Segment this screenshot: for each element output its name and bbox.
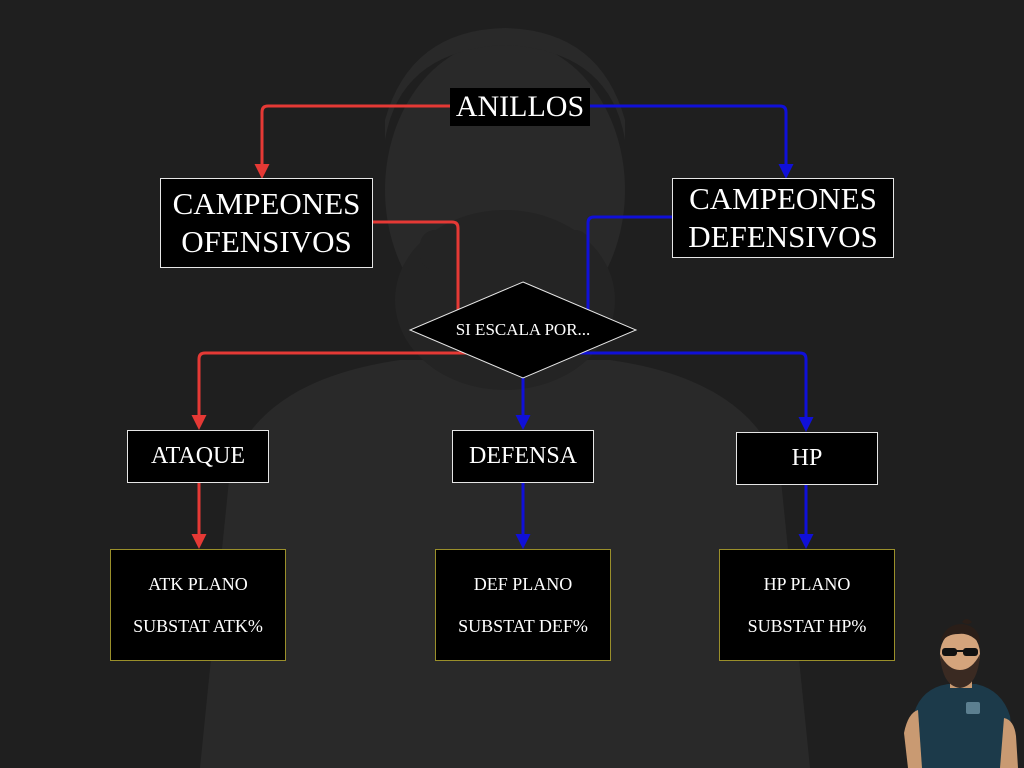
root-node-rings: ANILLOS — [450, 88, 590, 126]
offensive-line1: CAMPEONES — [172, 186, 361, 221]
root-label: ANILLOS — [455, 90, 585, 123]
leaf-hp-line2: SUBSTAT HP% — [747, 616, 867, 636]
decision-diamond — [408, 281, 638, 379]
leaf-attack-line2: SUBSTAT ATK% — [133, 616, 263, 636]
line-defensive-to-decision — [586, 215, 672, 310]
leaf-attack-line1: ATK PLANO — [148, 574, 248, 594]
arrow-root-to-defensive — [590, 104, 794, 179]
defense-label: DEFENSA — [468, 443, 577, 469]
decision-label: SI ESCALA POR... — [455, 320, 591, 339]
node-defense: DEFENSA — [452, 430, 594, 483]
line-offensive-to-decision — [372, 220, 460, 312]
arrow-root-to-offensive — [254, 104, 450, 179]
avatar-icon — [904, 619, 1018, 768]
attack-label: ATAQUE — [150, 443, 246, 469]
leaf-defense: DEF PLANO SUBSTAT DEF% — [435, 549, 611, 661]
node-hp: HP — [736, 432, 878, 485]
hp-label: HP — [791, 445, 823, 471]
offensive-line2: OFENSIVOS — [181, 224, 352, 259]
leaf-defense-line2: SUBSTAT DEF% — [458, 616, 588, 636]
arrow-decision-to-attack — [191, 351, 468, 430]
node-defensive-champions: CAMPEONES DEFENSIVOS — [672, 178, 894, 258]
leaf-defense-line1: DEF PLANO — [473, 574, 573, 594]
node-offensive-champions: CAMPEONES OFENSIVOS — [160, 178, 373, 268]
defensive-line2: DEFENSIVOS — [688, 219, 878, 254]
node-attack: ATAQUE — [127, 430, 269, 483]
leaf-attack: ATK PLANO SUBSTAT ATK% — [110, 549, 286, 661]
leaf-hp-line1: HP PLANO — [763, 574, 851, 594]
leaf-hp: HP PLANO SUBSTAT HP% — [719, 549, 895, 661]
defensive-line1: CAMPEONES — [689, 181, 877, 216]
arrow-decision-to-hp — [580, 351, 814, 432]
